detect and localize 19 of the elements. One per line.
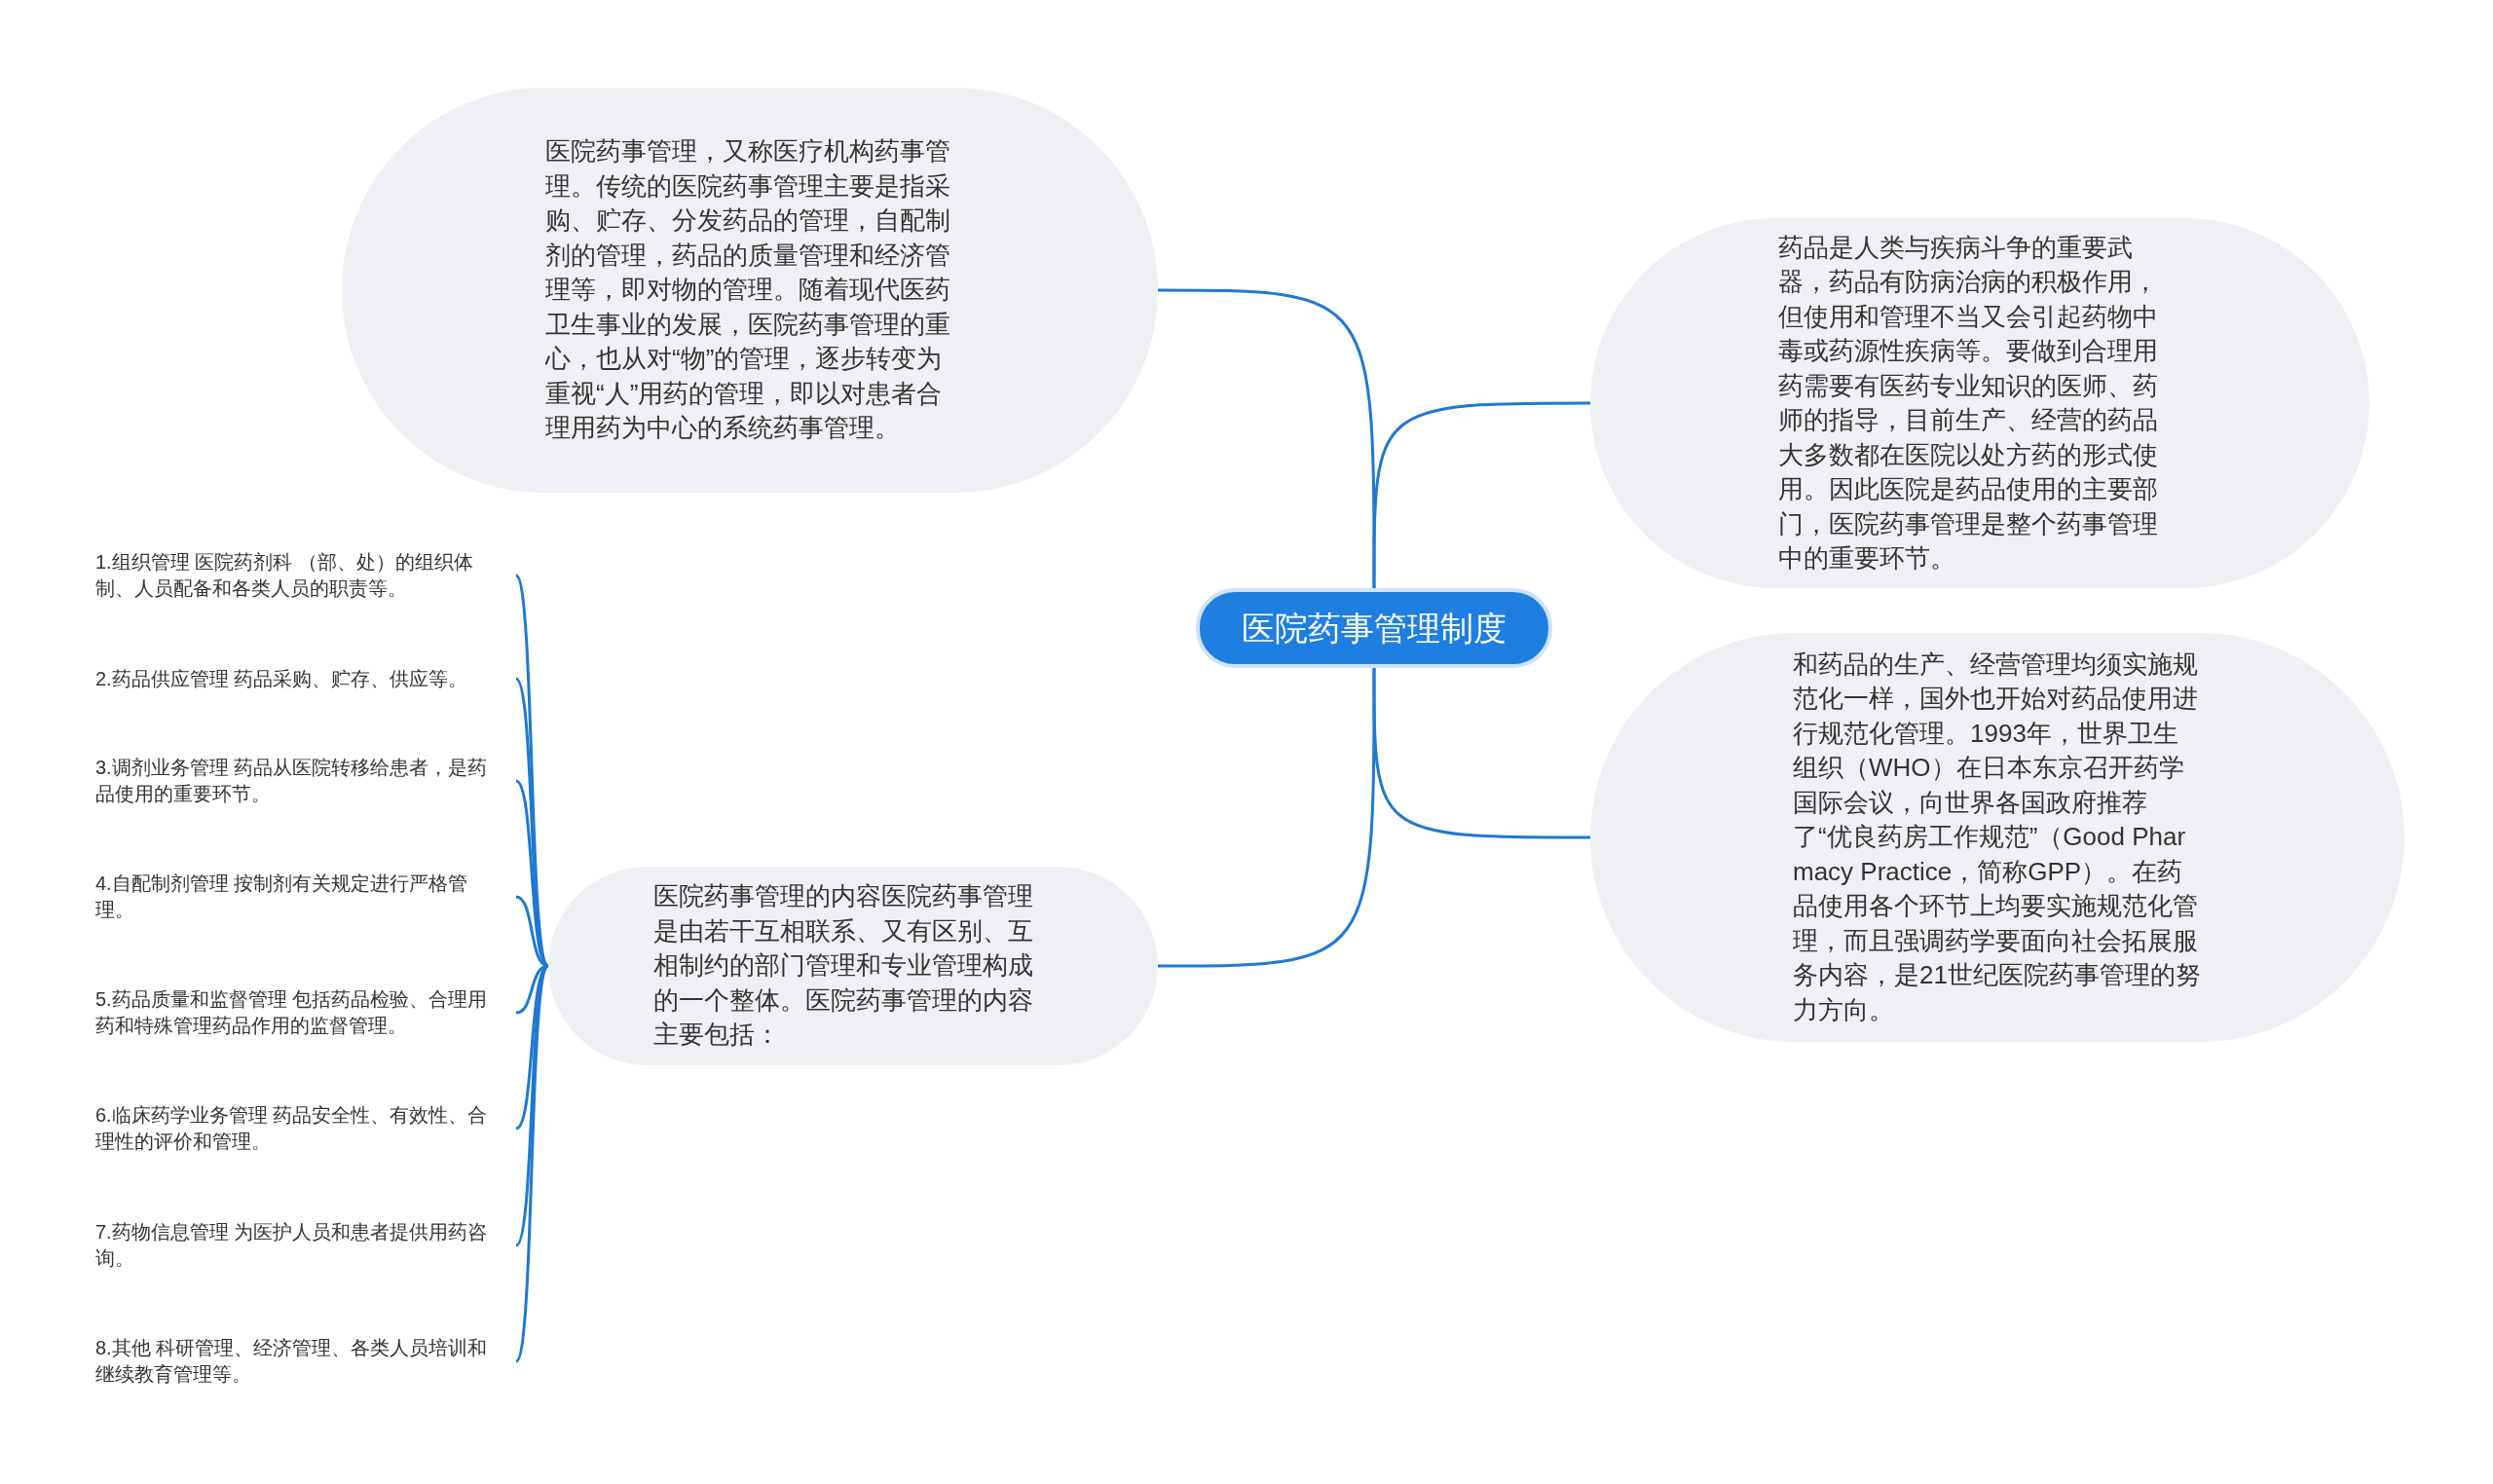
topic-text: 医院药事管理的内容医院药事管理是由若干互相联系、又有区别、互相制约的部门管理和专业管理构成的一个整体。医院药事管理的内容主要包括： bbox=[653, 880, 1034, 1052]
subtopic-item: 5.药品质量和监督管理 包括药品检验、合理用药和特殊管理药品作用的监督管理。 bbox=[95, 985, 516, 1040]
subtopic-item: 3.调剂业务管理 药品从医院转移给患者，是药品使用的重要环节。 bbox=[95, 754, 516, 808]
connector-line bbox=[1372, 401, 1590, 588]
subtopic-item: 8.其他 科研管理、经济管理、各类人员培训和继续教育管理等。 bbox=[95, 1334, 516, 1389]
connector-line bbox=[514, 965, 550, 1362]
topic-text: 医院药事管理，又称医疗机构药事管理。传统的医院药事管理主要是指采购、贮存、分发药品的管理，自配制剂的管理，药品的质量管理和经济管理等，即对物的管理。随着现代医药卫生事业的发展，医院药事管理的重心，也从对“物”的管理，逐步转变为重视“人”用药的管理，即以对患者合理用药为中心的系统药事管理。 bbox=[545, 135, 951, 445]
topic-text: 和药品的生产、经营管理均须实施规范化一样，国外也开始对药品使用进行规范化管理。1993年，世界卫生组织（WHO）在日本东京召开药学国际会议，向世界各国政府推荐了“优良药房工作规范”（Good Pharmacy Practice，简称GPP）。在药品使用各个环节上均要实施规范化管理，而且强调药学要面向社会拓展服务内容，是21世纪医院药事管理的努力方向。 bbox=[1793, 648, 2202, 1026]
subtopic-item: 4.自配制剂管理 按制剂有关规定进行严格管理。 bbox=[95, 870, 516, 924]
subtopic-item: 2.药品供应管理 药品采购、贮存、供应等。 bbox=[95, 651, 516, 706]
connector-line bbox=[514, 575, 550, 967]
connector-line bbox=[1158, 288, 1376, 588]
subtopic-item: 1.组织管理 医院药剂科 （部、处）的组织体制、人员配备和各类人员的职责等。 bbox=[95, 548, 516, 603]
topic-text: 药品是人类与疾病斗争的重要武器，药品有防病治病的积极作用，但使用和管理不当又会引起药物中毒或药源性疾病等。要做到合理用药需要有医药专业知识的医师、药师的指导，目前生产、经营的药品大多数都在医院以处方药的形式使用。因此医院是药品使用的主要部门，医院药事管理是整个药事管理中的重要环节。 bbox=[1777, 231, 2159, 575]
connector-line bbox=[1158, 668, 1376, 968]
central-topic: 医院药事管理制度 bbox=[1196, 588, 1552, 668]
subtopic-item: 6.临床药学业务管理 药品安全性、有效性、合理性的评价和管理。 bbox=[95, 1101, 516, 1156]
connector-line bbox=[1372, 668, 1590, 839]
subtopic-item: 7.药物信息管理 为医护人员和患者提供用药咨询。 bbox=[95, 1218, 516, 1273]
